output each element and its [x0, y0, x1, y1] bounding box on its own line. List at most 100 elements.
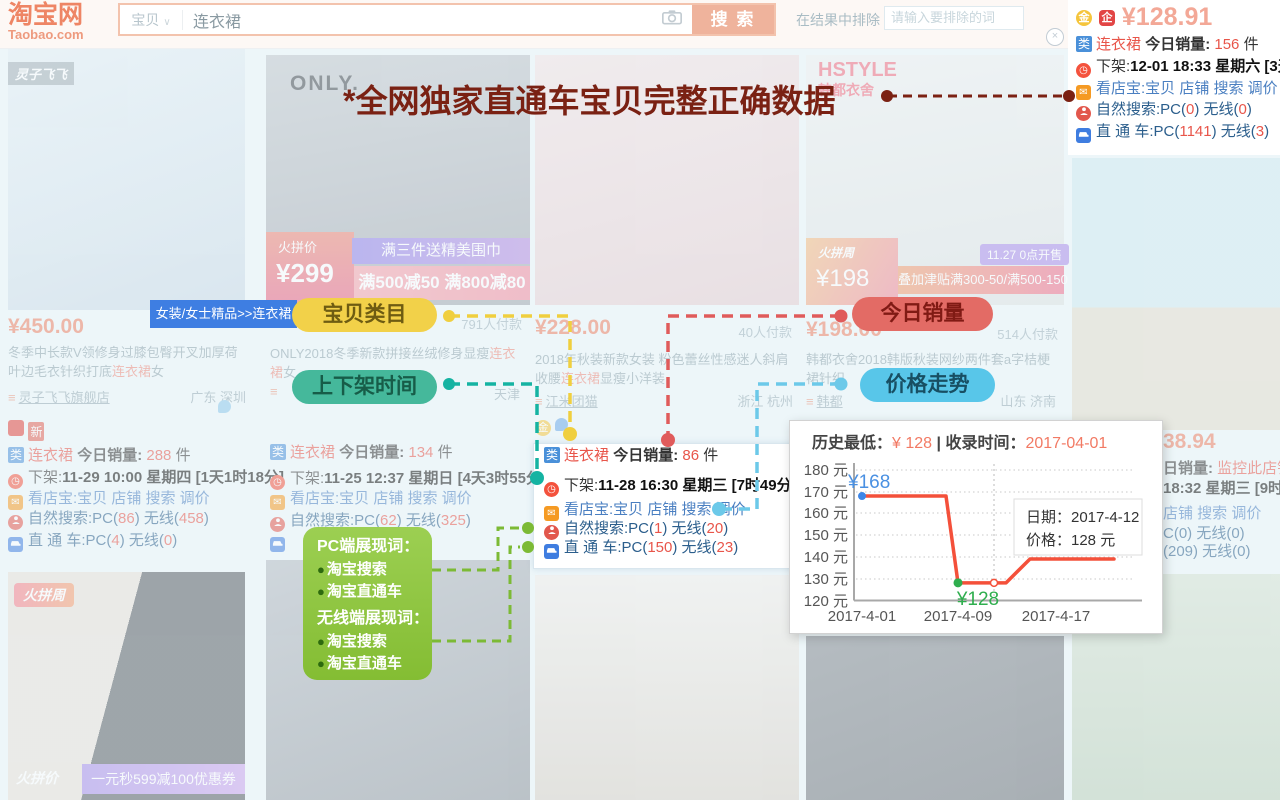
kandianbao-fragment[interactable]: 店铺 搜索 调价 — [1163, 505, 1262, 522]
hot-price-label: 火拼价 — [16, 770, 58, 786]
mail-icon: ✉ — [544, 506, 559, 521]
ztc-row: 直 通 车:PC(150) 无线(23) — [544, 539, 738, 559]
natural-search-row: 自然搜索:PC(1) 无线(20) — [544, 520, 728, 540]
ztc-row: 直 通 车:PC(1141) 无线(3) — [1076, 123, 1269, 143]
kandianbao-row[interactable]: ✉看店宝:宝贝 店铺 搜索 调价 — [544, 501, 746, 521]
ztc-row: 直 通 车:PC(4) 无线(0) — [8, 532, 177, 552]
gold-badge: 金 — [535, 420, 551, 436]
kandianbao-row[interactable]: ✉看店宝:宝贝 店铺 搜索 调价 — [8, 490, 210, 510]
shop-icon: ≡ — [8, 390, 16, 405]
offshelf-row: ◷下架:12-01 18:33 星期六 [3天9时5 — [1076, 58, 1280, 78]
svg-text:2017-4-09: 2017-4-09 — [924, 608, 992, 625]
keyword-item: ●淘宝搜索 — [317, 633, 387, 650]
shop-location: 浙江 杭州 — [737, 394, 793, 409]
person-icon — [8, 515, 23, 530]
shop-icon: ≡ — [806, 394, 814, 409]
natural-search-row: 自然搜索:PC(86) 无线(458) — [8, 510, 209, 530]
svg-text:价格：128 元: 价格：128 元 — [1026, 532, 1115, 549]
car-icon — [8, 537, 23, 552]
ztc-row — [270, 532, 290, 552]
pill-shelf-time: 上下架时间 — [292, 370, 437, 404]
plugin-side-panel: 金 企 ¥128.91 类连衣裙 今日销量: 156 件 ◷下架:12-01 1… — [1068, 0, 1280, 155]
natural-search-row: 自然搜索:PC(62) 无线(325) — [270, 512, 471, 532]
mail-icon: ✉ — [1076, 85, 1091, 100]
hot-price-block: 火拼价 ¥299 — [266, 232, 354, 305]
chart-header: 历史最低：¥ 128 | 收录时间：2017-04-01 — [812, 435, 1108, 452]
svg-text:120 元: 120 元 — [804, 593, 848, 610]
person-icon — [1076, 106, 1091, 121]
coupon-band: 一元秒599减100优惠券 — [82, 764, 245, 794]
paid-count: 514人付款 — [997, 327, 1058, 342]
svg-text:140 元: 140 元 — [804, 549, 848, 566]
topbar: 淘宝网 Taobao.com 宝贝∨ 连衣裙 搜 索 在结果中排除 请输入要排除… — [0, 0, 1280, 49]
headline-text: *全网独家直通车宝贝完整正确数据 — [343, 83, 836, 119]
start-price-label: ¥168 — [847, 472, 890, 493]
shop-icon: ≡ — [270, 384, 278, 399]
product-image[interactable] — [1072, 158, 1280, 430]
search-category-select[interactable]: 宝贝∨ — [120, 9, 183, 30]
offshelf-fragment: 18:32 星期三 [9时51分] — [1163, 480, 1280, 497]
shop-link[interactable]: 韩都 — [816, 394, 843, 409]
product-title[interactable]: 冬季中长款V领修身过膝包臀开叉加厚荷叶边毛衣针织打底连衣裙女 — [8, 345, 238, 379]
promo-band: 满500减50 满800减80 — [354, 266, 530, 300]
clock-icon: ◷ — [1076, 63, 1091, 78]
paid-count: 791人付款 — [461, 317, 522, 332]
category-row: 类连衣裙 今日销量: 156 件 — [1076, 36, 1259, 53]
lowest-price-dot — [953, 578, 963, 588]
svg-text:170 元: 170 元 — [804, 484, 848, 501]
product-card: ¥228.00 40人付款 2018年秋装新款女装 粉色蕾丝性感迷人斜肩收腰连衣… — [535, 316, 798, 436]
shop-link[interactable]: 灵子飞飞旗舰店 — [18, 390, 110, 405]
product-image[interactable] — [8, 572, 245, 800]
shop-row: ≡江米团猫浙江 杭州 — [535, 391, 793, 410]
pill-price-trend: 价格走势 — [860, 368, 995, 402]
brand-logo: HSTYLE — [818, 59, 897, 81]
keyword-item: ●淘宝直通车 — [317, 655, 402, 672]
offshelf-row: ◷下架:11-29 10:00 星期四 [1天1时18分] — [8, 469, 284, 489]
product-image[interactable] — [8, 48, 245, 310]
price-history-panel: 历史最低：¥ 128 | 收录时间：2017-04-01 180 元 170 元… — [789, 420, 1163, 634]
category-row: 类连衣裙 今日销量: 288 件 — [8, 447, 191, 464]
taobao-logo[interactable]: 淘宝网 Taobao.com — [8, 2, 84, 42]
highlighted-info-card: 类连衣裙 今日销量: 86 件 ◷下架:11-28 16:30 星期三 [7时4… — [533, 443, 813, 569]
car-icon — [270, 537, 285, 552]
clock-icon: ◷ — [8, 474, 23, 489]
product-image[interactable] — [535, 55, 799, 305]
search-input[interactable]: 连衣裙 — [193, 13, 242, 31]
wireless-words-title: 无线端展现词： — [317, 610, 430, 627]
mail-icon: ✉ — [8, 495, 23, 510]
keyword-item: ●淘宝直通车 — [317, 583, 402, 600]
lowest-price-label: ¥128 — [956, 589, 999, 610]
paid-count: 40人付款 — [738, 325, 792, 340]
product-image[interactable] — [535, 575, 799, 800]
product-card: ¥299.00 791人付款 ONLY2018冬季新款拼接丝绒修身显瘦连衣裙女 … — [270, 308, 546, 552]
svg-text:130 元: 130 元 — [804, 571, 848, 588]
svg-text:160 元: 160 元 — [804, 505, 848, 522]
kandianbao-row[interactable]: ✉看店宝:宝贝 店铺 搜索 调价 — [270, 490, 472, 510]
kandianbao-row[interactable]: ✉看店宝:宝贝 店铺 搜索 调价 — [1076, 80, 1278, 100]
close-icon[interactable]: × — [1046, 28, 1064, 46]
tmall-cat-icon — [8, 420, 24, 436]
badge-row: 新 — [8, 400, 231, 441]
shield-badge: 企 — [1098, 10, 1115, 26]
chevron-down-icon: ∨ — [163, 16, 171, 28]
monitor-row[interactable]: 日销量: 监控此店铺 — [1163, 460, 1280, 477]
new-badge: 新 — [28, 422, 45, 441]
car-icon — [544, 544, 559, 559]
category-row: 类连衣裙 今日销量: 134 件 — [270, 444, 453, 461]
category-row: 类连衣裙 今日销量: 86 件 — [544, 447, 719, 464]
shop-link[interactable]: 江米团猫 — [545, 394, 598, 409]
exclude-input[interactable]: 请输入要排除的词 — [884, 6, 1024, 30]
camera-icon[interactable] — [662, 9, 682, 30]
chat-drop-icon — [218, 400, 231, 413]
svg-text:180 元: 180 元 — [804, 462, 848, 479]
badge-row: 金 — [535, 418, 569, 436]
search-button[interactable]: 搜 索 — [692, 5, 774, 34]
product-image[interactable] — [806, 636, 1064, 800]
shop-row: ≡灵子飞飞旗舰店 广东 深圳 — [8, 387, 246, 406]
product-title[interactable]: 2018年秋装新款女装 粉色蕾丝性感迷人斜肩收腰连衣裙显瘦小洋装 — [535, 352, 789, 386]
keyword-item: ●淘宝搜索 — [317, 561, 387, 578]
shop-location: 广东 深圳 — [190, 390, 246, 405]
product-price: ¥450.00 — [8, 315, 84, 338]
product-card: 38.94 日销量: 监控此店铺 18:32 星期三 [9时51分] 店铺 搜索… — [1163, 430, 1280, 560]
